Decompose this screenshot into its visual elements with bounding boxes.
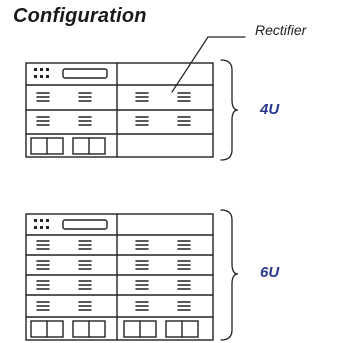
rectifier-module-icon <box>36 240 191 311</box>
bracket-4u <box>220 59 239 161</box>
display-icon <box>62 219 108 230</box>
bracket-6u <box>220 209 239 341</box>
callout-leader-line <box>171 36 246 93</box>
keypad-icon <box>34 219 49 229</box>
shelf-6u <box>25 209 239 341</box>
breaker-module-icon <box>30 137 106 155</box>
page-title: Configuration <box>13 5 147 27</box>
shelf-6u-frame <box>25 213 214 341</box>
rectifier-module-icon <box>36 92 191 126</box>
controller-module-6u <box>34 219 108 230</box>
breaker-module-icon <box>30 320 199 338</box>
config-4u-label: 4U <box>260 101 280 118</box>
rectifier-callout-label: Rectifier <box>255 22 307 38</box>
shelf-4u <box>25 59 239 161</box>
config-6u-label: 6U <box>260 264 280 281</box>
display-icon <box>62 68 108 79</box>
keypad-icon <box>34 68 49 78</box>
controller-module-4u <box>34 68 108 79</box>
